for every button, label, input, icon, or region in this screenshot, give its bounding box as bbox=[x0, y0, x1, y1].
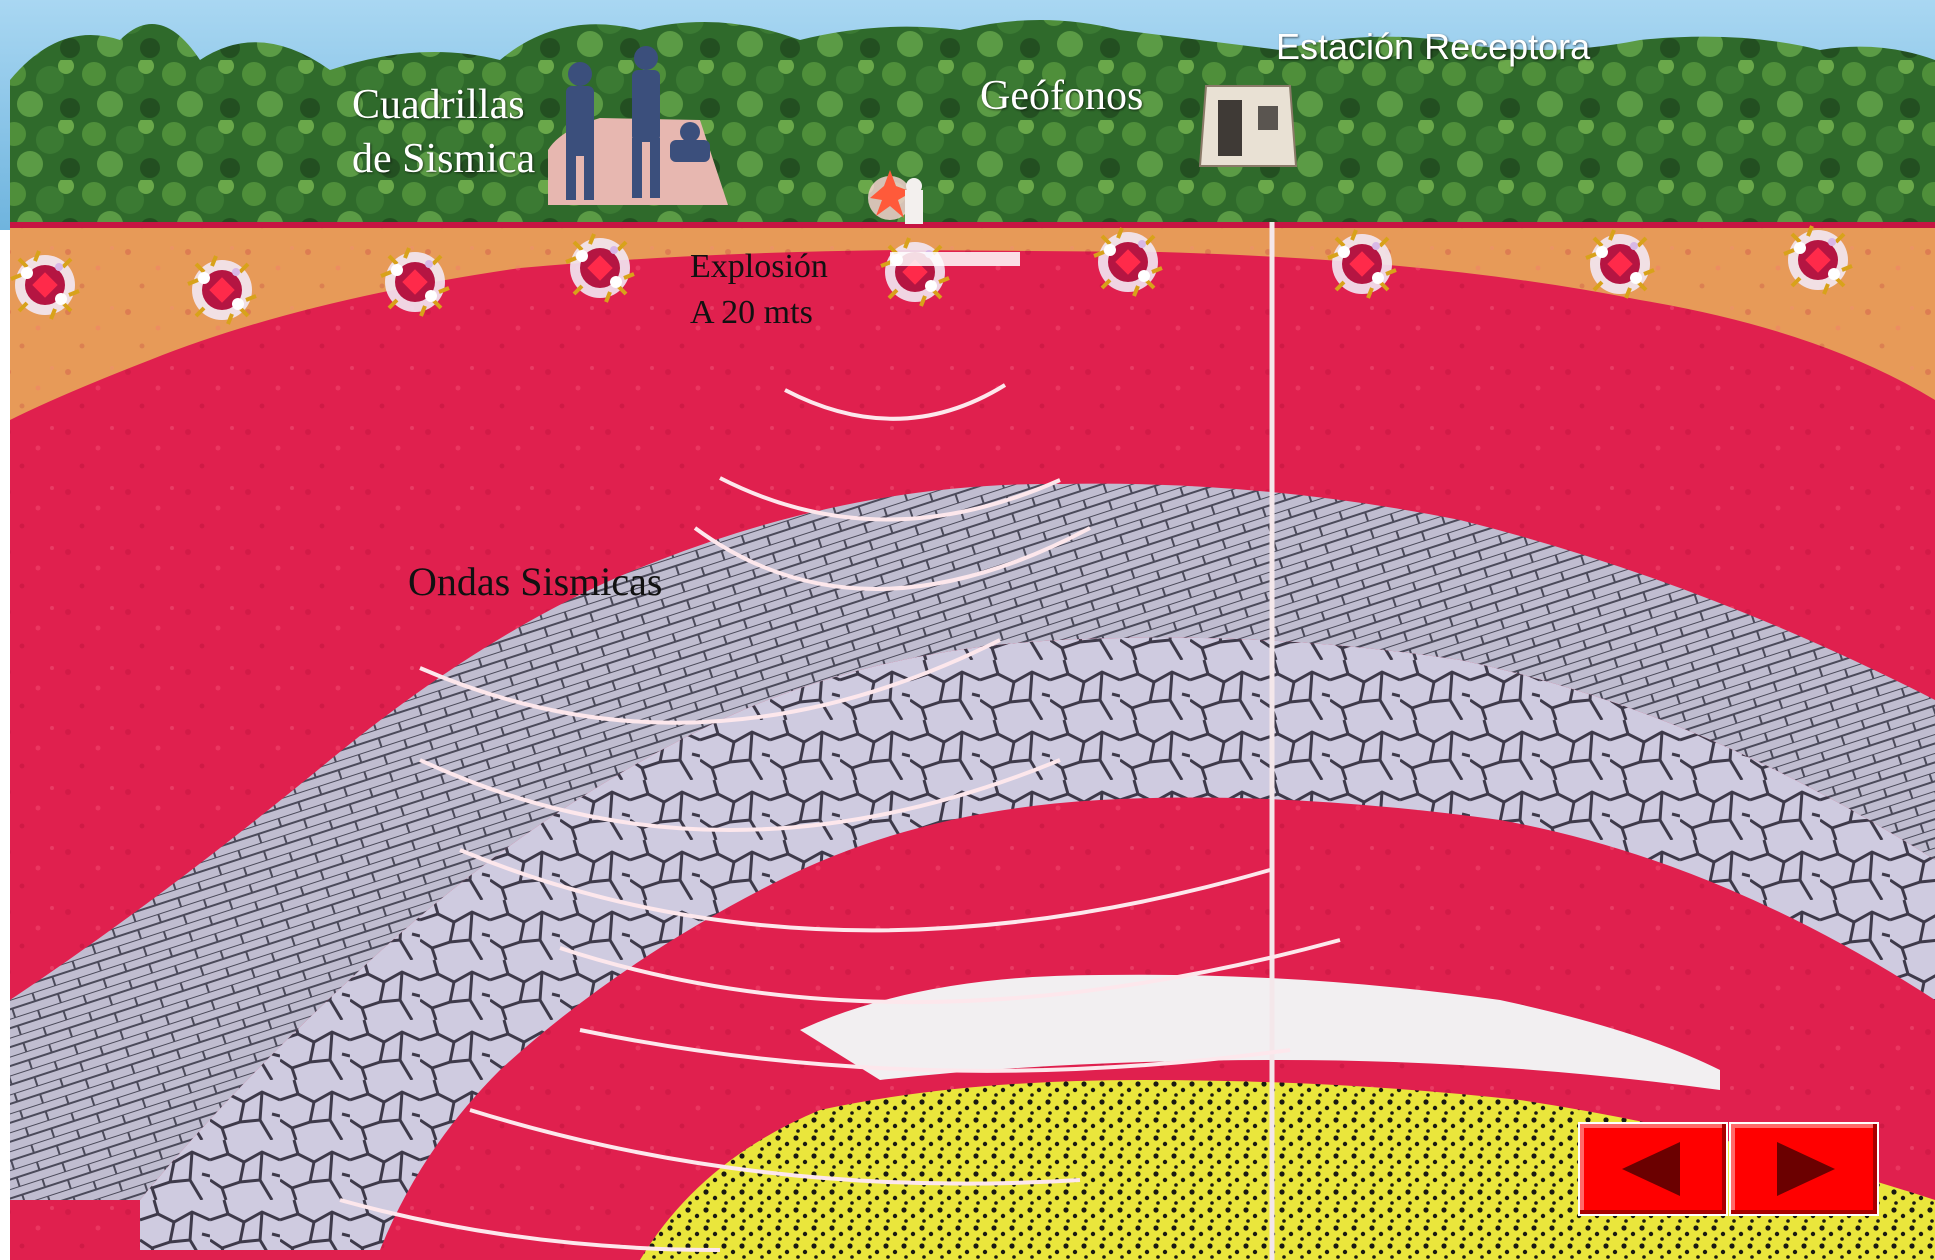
triangle-left-icon bbox=[1580, 1124, 1726, 1214]
geophone bbox=[905, 178, 923, 224]
crew-label-line2: de Sismica bbox=[352, 132, 582, 186]
receiving-station bbox=[1200, 86, 1296, 166]
geophones-label: Geófonos bbox=[980, 72, 1143, 120]
next-button[interactable] bbox=[1729, 1122, 1879, 1216]
previous-button[interactable] bbox=[1578, 1122, 1728, 1216]
crew-label-line1: Cuadrillas bbox=[352, 78, 582, 132]
explosion-label-line2: A 20 mts bbox=[690, 290, 828, 336]
crew-label: Cuadrillas de Sismica bbox=[352, 78, 582, 186]
seismic-waves-label: Ondas Sismicas bbox=[408, 558, 662, 605]
receiving-station-label: Estación Receptora bbox=[1276, 26, 1590, 68]
explosion-label-line1: Explosión bbox=[690, 244, 828, 290]
explosion-label: Explosión A 20 mts bbox=[690, 244, 828, 336]
triangle-right-icon bbox=[1731, 1124, 1877, 1214]
